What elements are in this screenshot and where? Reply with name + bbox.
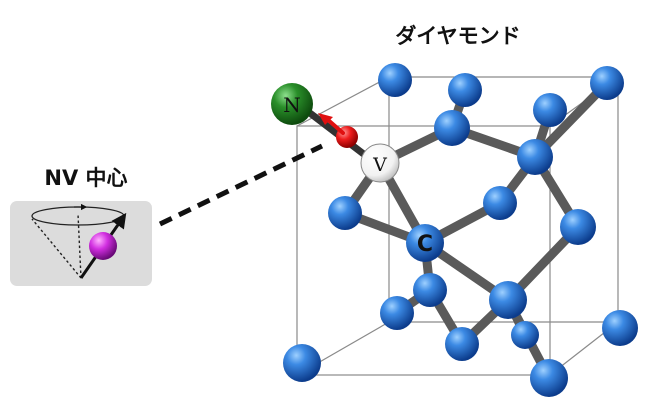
vacancy-label: V [372,154,387,176]
carbon-atom [560,209,596,245]
carbon-atom [590,66,624,100]
carbon-atom [530,359,568,397]
carbon-atom [533,93,567,127]
diagram-title: ダイヤモンド [395,24,520,48]
carbon-atom [445,327,479,361]
carbon-atoms [283,63,638,397]
carbon-label: C [417,232,433,257]
carbon-atom [328,196,362,230]
vacancy-site: V [360,143,400,183]
carbon-atom [283,344,321,382]
spin-precession-panel [10,201,152,286]
electron-spin [318,113,358,148]
carbon-atom [511,321,539,349]
carbon-atom-labeled: C [406,224,444,262]
carbon-atom [489,281,527,319]
nitrogen-atom: N [271,83,313,125]
carbon-atom [378,63,412,97]
carbon-atom [517,139,553,175]
spin-precession-icon [31,203,127,279]
carbon-atom [602,310,638,346]
carbon-atom [434,110,470,146]
carbon-atom [483,186,517,220]
nv-center-label: NV 中心 [44,166,127,190]
carbon-atom [380,296,414,330]
carbon-atom [413,273,447,307]
carbon-atom [448,73,482,107]
nitrogen-label: N [283,93,301,117]
dashed-connector [158,143,324,227]
electron-spin-arrow-icon [318,113,333,125]
